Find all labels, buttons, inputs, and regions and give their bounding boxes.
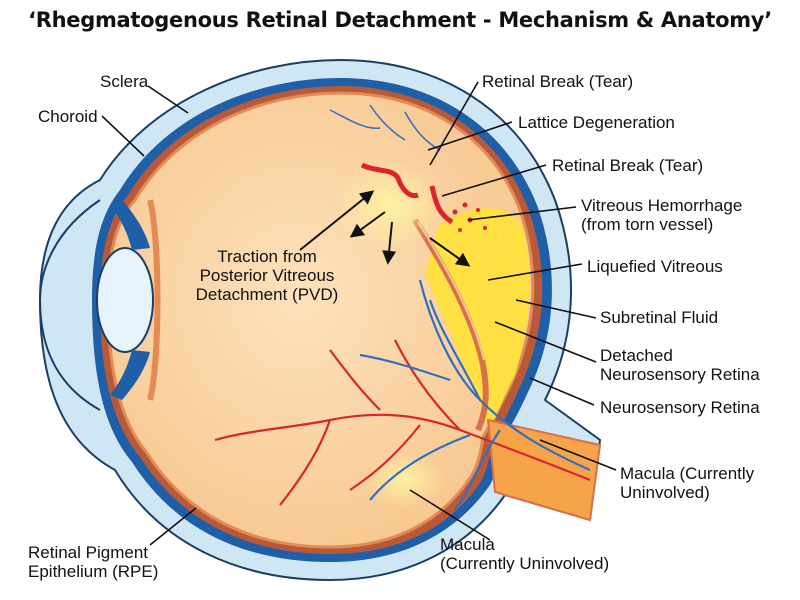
label-detached-retina-line1: Detached	[600, 346, 673, 365]
subretinal-fluid	[425, 208, 530, 430]
iris-lower	[110, 350, 150, 400]
diagram-title: ‘Rhegmatogenous Retinal Detachment - Mec…	[28, 8, 772, 32]
traction-arrow-right	[429, 237, 471, 267]
label-retinal-break-top: Retinal Break (Tear)	[482, 72, 634, 91]
label-vitreous-hemorrhage-line2: (from torn vessel)	[581, 215, 714, 234]
label-vitreous-hemorrhage-line1: Vitreous Hemorrhage	[581, 196, 743, 215]
label-traction-line1: Traction from	[217, 247, 317, 266]
label-neurosensory-retina: Neurosensory Retina	[600, 398, 760, 417]
hemorrhage-dots	[452, 202, 487, 232]
label-rpe: Retinal Pigment Epithelium (RPE)	[28, 543, 158, 581]
retinal-arteries	[214, 339, 591, 506]
optic-nerve	[486, 418, 602, 522]
label-vitreous-hemorrhage: Vitreous Hemorrhage (from torn vessel)	[581, 196, 742, 234]
traction-arrow-down	[382, 221, 397, 265]
label-macula-right-line1: Macula (Currently	[620, 464, 755, 483]
label-lattice-degeneration: Lattice Degeneration	[518, 113, 675, 132]
cornea	[38, 199, 101, 411]
label-rpe-line1: Retinal Pigment	[28, 543, 149, 562]
iris-upper	[110, 200, 150, 250]
label-detached-retina: Detached Neurosensory Retina	[600, 346, 760, 384]
label-choroid: Choroid	[38, 107, 98, 126]
label-traction-pvd: Traction from Posterior Vitreous Detachm…	[182, 247, 352, 304]
label-macula-right-line2: Uninvolved)	[620, 483, 710, 502]
label-macula-bottom-line2: (Currently Uninvolved)	[440, 554, 610, 573]
label-macula-bottom: Macula (Currently Uninvolved)	[440, 535, 609, 573]
label-macula-bottom-line1: Macula	[440, 535, 495, 554]
detached-retina	[412, 218, 489, 432]
traction-arrow-left	[349, 211, 386, 238]
label-subretinal-fluid: Subretinal Fluid	[600, 308, 719, 327]
label-traction-line2: Posterior Vitreous	[199, 266, 335, 285]
label-macula-right: Macula (Currently Uninvolved)	[620, 464, 754, 502]
label-rpe-line2: Epithelium (RPE)	[28, 562, 159, 581]
label-sclera: Sclera	[100, 72, 149, 91]
traction-arrow-main	[299, 190, 375, 251]
retinal-break-edge	[429, 185, 454, 225]
retinal-break-flap	[360, 162, 419, 199]
ciliary-body	[147, 199, 161, 401]
leader-lines	[101, 81, 617, 546]
label-detached-retina-line2: Neurosensory Retina	[600, 365, 760, 384]
macula-glow	[365, 452, 445, 508]
label-retinal-break-mid: Retinal Break (Tear)	[552, 156, 704, 175]
lens	[96, 247, 154, 353]
label-liquefied-vitreous: Liquefied Vitreous	[587, 257, 723, 276]
label-traction-line3: Detachment (PVD)	[195, 285, 339, 304]
retinal-veins	[359, 279, 591, 511]
